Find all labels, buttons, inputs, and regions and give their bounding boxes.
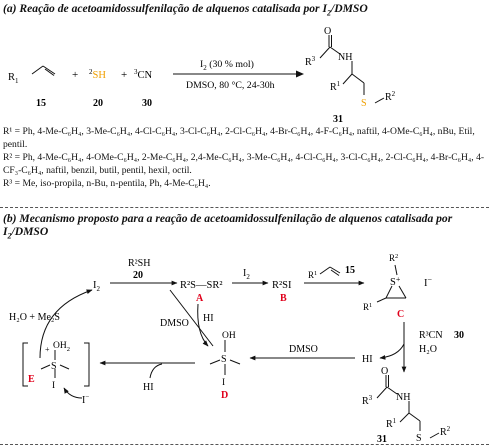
episulfonium-r1: R1 bbox=[363, 302, 372, 312]
mechanism-product-31 bbox=[376, 375, 440, 439]
int-e-plus: + bbox=[45, 345, 50, 354]
episulfonium-s: S+ bbox=[390, 275, 401, 288]
counter-iodide: I− bbox=[424, 275, 433, 289]
arrow-hi-release bbox=[379, 343, 405, 360]
alkene-reagent bbox=[319, 266, 341, 276]
thiol-label-20: 20 bbox=[133, 270, 143, 281]
mech-product-s: S bbox=[416, 433, 422, 444]
line-i2-to-d bbox=[169, 289, 214, 347]
reaction-arrow-a bbox=[173, 70, 304, 78]
episulfonium-c bbox=[376, 264, 407, 303]
compound-30-label: 30 bbox=[142, 98, 152, 109]
int-d-s: S bbox=[221, 354, 227, 365]
sulfenyl-iodide-b: R²SI bbox=[272, 280, 292, 291]
mech-product-r1: R1 bbox=[386, 417, 397, 430]
part-a-title: (a) Reação de acetoamidossulfenilação de… bbox=[3, 2, 368, 18]
conditions-bottom: DMSO, 80 °C, 24-30h bbox=[186, 80, 275, 91]
thiol-reagent: R²SH bbox=[128, 258, 150, 269]
episulfonium-r2: R2 bbox=[389, 253, 398, 263]
disulfide-a: R²S—SR² bbox=[180, 280, 222, 291]
product-31-structure bbox=[319, 35, 385, 104]
compound-15-label: 15 bbox=[36, 98, 46, 109]
label-e: E bbox=[28, 374, 35, 385]
mech-label-31: 31 bbox=[377, 434, 387, 444]
int-d-i: I bbox=[222, 378, 225, 388]
label-d: D bbox=[221, 390, 228, 401]
mech-product-nh: NH bbox=[396, 392, 410, 403]
label-b: B bbox=[280, 293, 287, 304]
int-e-oh2: OH2 bbox=[53, 341, 70, 353]
iodine-left: I2 bbox=[93, 280, 101, 293]
plus-2: + bbox=[121, 69, 127, 81]
int-e-s: S bbox=[51, 361, 57, 372]
product-r1: R1 bbox=[330, 80, 341, 93]
water-reagent: H₂O bbox=[419, 344, 437, 355]
int-e-i: I bbox=[52, 381, 55, 391]
arrow-e-to-i2 bbox=[39, 289, 93, 359]
section-divider bbox=[0, 207, 489, 208]
plus-1: + bbox=[72, 69, 78, 81]
product-o: O bbox=[324, 26, 331, 37]
intermediate-e bbox=[22, 342, 90, 387]
mech-product-r2: R2 bbox=[440, 425, 451, 438]
mech-product-o: O bbox=[381, 366, 388, 377]
label-c: C bbox=[397, 309, 404, 320]
arrow-e-attack bbox=[63, 387, 83, 399]
r2-list: R² = Ph, 4-Me-C₆H₄, 4-OMe-C₆H₄, 2-Me-C₆H… bbox=[3, 152, 485, 176]
hi-right: HI bbox=[362, 354, 373, 365]
mech-product-r3: R3 bbox=[362, 394, 373, 407]
compound-20-label: 20 bbox=[93, 98, 103, 109]
r3-list: R³ = Me, iso-propila, n-Bu, n-pentila, P… bbox=[3, 178, 211, 189]
dmso-left: DMSO bbox=[160, 318, 189, 329]
reaction-scheme-a: R1 15 + 2SH 20 + 3CN 30 I2 (30 % mol) DM… bbox=[8, 26, 396, 125]
iodine-reagent: I2 bbox=[243, 268, 250, 281]
conditions-top: I2 (30 % mol) bbox=[200, 59, 254, 72]
hi-bottom: HI bbox=[143, 382, 154, 393]
dmso-right: DMSO bbox=[289, 344, 318, 355]
alkene-r1: R1 bbox=[8, 72, 19, 85]
substituent-lists: R¹ = Ph, 4-Me-C₆H₄, 3-Me-C₆H₄, 4-Cl-C₆H₄… bbox=[3, 125, 485, 190]
nitrile-reagent: R³CN bbox=[419, 330, 443, 341]
product-nh: NH bbox=[338, 52, 352, 63]
hi-left: HI bbox=[203, 313, 214, 324]
part-b-title: (b) Mecanismo proposto para a reação de … bbox=[3, 212, 453, 241]
arrow-a-to-d bbox=[197, 303, 209, 347]
product-s: S bbox=[361, 98, 367, 109]
compound-31-label: 31 bbox=[333, 114, 343, 125]
alkene-15 bbox=[31, 65, 56, 76]
int-e-iodide: I− bbox=[82, 393, 89, 406]
nitrile-30: 3CN bbox=[134, 68, 153, 81]
product-r3: R3 bbox=[305, 55, 316, 68]
r1-list: R¹ = Ph, 4-Me-C₆H₄, 3-Me-C₆H₄, 4-Cl-C₆H₄… bbox=[3, 126, 475, 150]
product-r2: R2 bbox=[385, 90, 396, 103]
label-a: A bbox=[196, 293, 204, 304]
alkene-reagent-r1: R1 bbox=[308, 270, 317, 280]
thiol-20: 2SH bbox=[89, 68, 106, 81]
intermediate-d bbox=[209, 340, 241, 375]
water-dms: H₂O + Me₂S bbox=[9, 312, 60, 323]
bottom-divider bbox=[0, 444, 489, 445]
arrow-hi-into-e bbox=[149, 363, 163, 379]
alkene-label-15: 15 bbox=[345, 265, 355, 276]
mechanism-diagram: I2 R²SH 20 R²S—SR² A I2 R²SI B R1 15 R2 … bbox=[9, 253, 464, 444]
int-d-oh: OH bbox=[222, 331, 236, 341]
nitrile-label-30: 30 bbox=[454, 330, 464, 341]
